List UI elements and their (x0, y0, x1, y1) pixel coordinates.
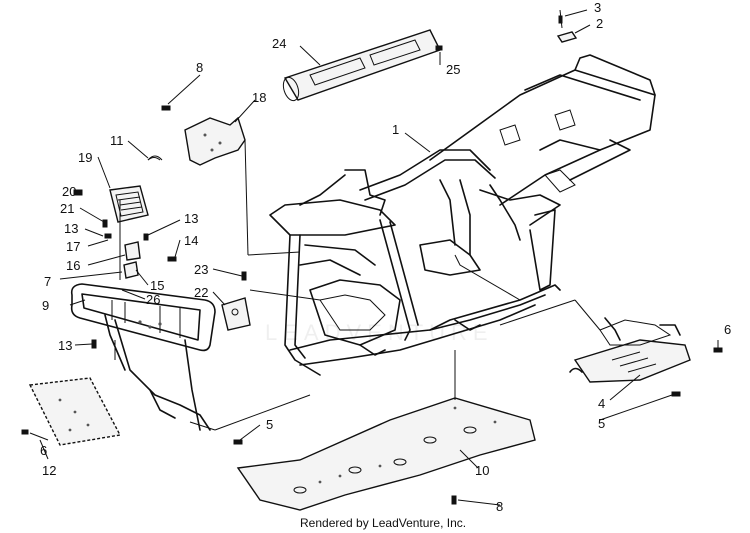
callout-4: 4 (598, 396, 605, 411)
callout-9: 9 (42, 298, 49, 313)
callout-2: 2 (596, 16, 603, 31)
bracket-2 (556, 9, 578, 43)
number-plate (21, 377, 122, 446)
callout-8a: 8 (196, 60, 203, 75)
front-bumper (70, 283, 216, 431)
callout-labels: 1 2 3 4 5 5 6 6 7 8 8 9 10 11 12 13 13 1… (40, 0, 731, 514)
callout-16: 16 (66, 258, 80, 273)
callout-7: 7 (44, 274, 51, 289)
heat-shield-panel (184, 116, 246, 166)
wire-11 (147, 155, 163, 161)
callout-18: 18 (252, 90, 266, 105)
mount-bracket (221, 271, 251, 331)
main-frame (269, 54, 656, 376)
callout-26: 26 (146, 292, 160, 307)
callout-23: 23 (194, 262, 208, 277)
callout-13b: 13 (64, 221, 78, 236)
callout-leaders (29, 9, 719, 506)
footrest (569, 317, 723, 397)
skid-plate (233, 397, 536, 511)
render-credit: Rendered by LeadVenture, Inc. (300, 516, 466, 530)
callout-8b: 8 (496, 499, 503, 514)
callout-21: 21 (60, 201, 74, 216)
callout-25: 25 (446, 62, 460, 77)
callout-6a: 6 (40, 443, 47, 458)
headlight-assembly (73, 157, 161, 228)
callout-6b: 6 (724, 322, 731, 337)
callout-20: 20 (62, 184, 76, 199)
screw-8-top (161, 105, 171, 111)
assembly-lines (114, 139, 601, 431)
callout-24: 24 (272, 36, 286, 51)
headlight-bracket (104, 233, 177, 279)
callout-12: 12 (42, 463, 56, 478)
callout-17: 17 (66, 239, 80, 254)
callout-14: 14 (184, 233, 198, 248)
callout-13c: 13 (184, 211, 198, 226)
callout-5a: 5 (266, 417, 273, 432)
callout-11: 11 (110, 133, 124, 148)
seat-tube-cover (282, 29, 441, 102)
screw-25 (435, 45, 443, 51)
callout-15: 15 (150, 278, 164, 293)
callout-13a: 13 (58, 338, 72, 353)
callout-3: 3 (594, 0, 601, 15)
callout-5b: 5 (598, 416, 605, 431)
callout-22: 22 (194, 285, 208, 300)
callout-1: 1 (392, 122, 399, 137)
callout-10: 10 (475, 463, 489, 478)
callout-19: 19 (78, 150, 92, 165)
